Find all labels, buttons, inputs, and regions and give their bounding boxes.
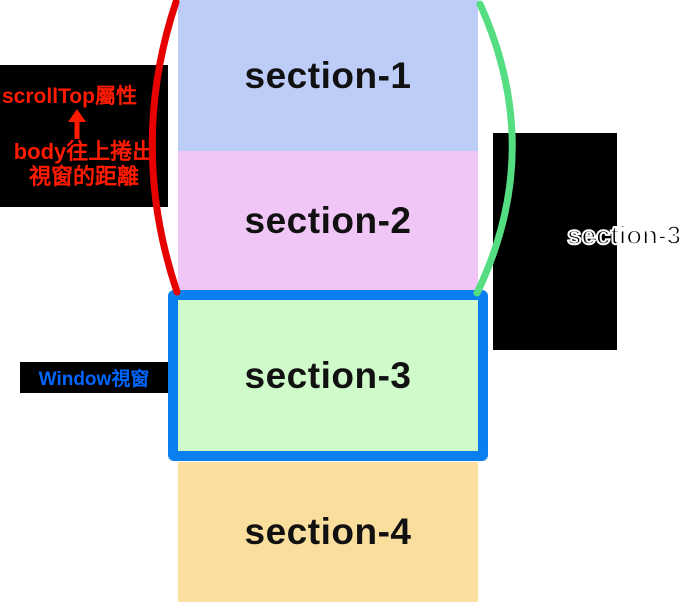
offset-annotation-label: section-3 bbox=[566, 219, 682, 251]
scrolltop-callout-line2: 視窗的距離 bbox=[28, 164, 139, 189]
up-arrow-icon bbox=[68, 109, 86, 139]
scrolltop-callout-title: scrollTop屬性 bbox=[2, 85, 137, 108]
section-3-block: section-3 bbox=[178, 300, 478, 451]
up-arrow-head bbox=[68, 109, 86, 122]
section-3-label: section-3 bbox=[244, 354, 412, 396]
section-4-label: section-4 bbox=[244, 511, 412, 552]
section-1-label: section-1 bbox=[244, 54, 412, 96]
section-1-block: section-1 bbox=[178, 0, 478, 151]
window-viewport-frame: section-3 bbox=[168, 290, 488, 461]
section-4-block: section-4 bbox=[178, 462, 478, 602]
window-label-text: Window視窗 bbox=[38, 369, 150, 390]
scrolltop-callout-box: scrollTop屬性 body往上捲出 視窗的距離 bbox=[0, 65, 168, 207]
scrolltop-callout-line1: body往上捲出 bbox=[13, 139, 155, 164]
window-label-box: Window視窗 bbox=[20, 362, 168, 393]
section-2-block: section-2 bbox=[178, 151, 478, 290]
section-2-label: section-2 bbox=[244, 199, 412, 241]
scrolltop-callout-description: body往上捲出 視窗的距離 bbox=[2, 139, 166, 189]
